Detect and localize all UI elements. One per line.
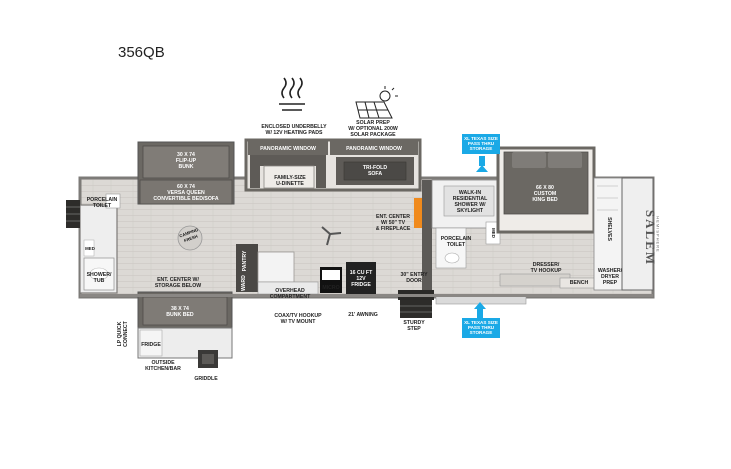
shower-tub-label: SHOWER/ TUB [86, 272, 112, 284]
king-bed-label: 66 X 80 CUSTOM KING BED [532, 185, 558, 203]
med-left-label: MED [85, 246, 95, 251]
dresser-label: DRESSER/ TV HOOKUP [530, 262, 562, 274]
washer-dryer-label: WASHER/ DRYER PREP [597, 268, 623, 286]
microwave-label: MICRO [322, 285, 340, 291]
shelves-label: SHELVES [606, 217, 612, 241]
outdoor-fridge-label: FRIDGE [141, 342, 161, 348]
ward-label: WARD [241, 275, 247, 291]
flip-up-bunk-label: 30 X 74 FLIP-UP BUNK [175, 152, 197, 170]
sturdy-step-label: STURDY STEP [403, 320, 425, 332]
bunk-bed-label: 38 X 74 BUNK BED [166, 306, 194, 318]
porcelain-toilet-left-label: PORCELAIN TOILET [86, 197, 118, 209]
outside-kitchen-label: OUTSIDE KITCHEN/BAR [145, 360, 181, 372]
versa-bed-label: 60 X 74 VERSA QUEEN CONVERTIBLE BED/SOFA [153, 184, 219, 202]
panoramic-window-right-label: PANORAMIC WINDOW [346, 146, 402, 152]
solar-label: SOLAR PREP W/ OPTIONAL 200W SOLAR PACKAG… [348, 120, 398, 138]
u-dinette-label: FAMILY-SIZE U-DINETTE [274, 175, 306, 187]
walk-in-shower-label: WALK-IN RESIDENTIAL SHOWER W/ SKYLIGHT [452, 190, 488, 214]
bench-label: BENCH [569, 280, 589, 286]
overhead-compartment-label: OVERHEAD COMPARTMENT [269, 288, 311, 300]
fridge-16-label: 16 CU FT 12V FRIDGE [349, 270, 373, 288]
coax-hookup-label: COAX/TV HOOKUP W/ TV MOUNT [274, 313, 322, 325]
porcelain-toilet-right-label: PORCELAIN TOILET [440, 236, 472, 248]
brand-sub: HEMISPHERE [655, 216, 661, 253]
heat-icon [279, 77, 305, 111]
lp-quick-connect-label: LP QUICK CONNECT [117, 321, 129, 347]
griddle-label: GRIDDLE [194, 376, 218, 382]
solar-panel-icon [355, 86, 398, 119]
underbelly-label: ENCLOSED UNDERBELLY W/ 12V HEATING PADS [261, 124, 327, 136]
ent-center-storage-label: ENT. CENTER W/ STORAGE BELOW [154, 277, 202, 289]
med-right-label: MED [491, 228, 496, 238]
model-number: 356QB [118, 44, 165, 61]
ent-center-fireplace-label: ENT. CENTER W/ 50" TV & FIREPLACE [375, 214, 411, 232]
tri-fold-sofa-label: TRI-FOLD SOFA [362, 165, 388, 177]
awning-label: 21' AWNING [348, 312, 378, 318]
pass-thru-storage-callout-top: XL TEXAS SIZE PASS THRU STORAGE [462, 134, 500, 154]
entry-door-label: 30" ENTRY DOOR [400, 272, 428, 284]
pass-thru-storage-callout-bottom: XL TEXAS SIZE PASS THRU STORAGE [462, 318, 500, 338]
panoramic-window-left-label: PANORAMIC WINDOW [260, 146, 316, 152]
